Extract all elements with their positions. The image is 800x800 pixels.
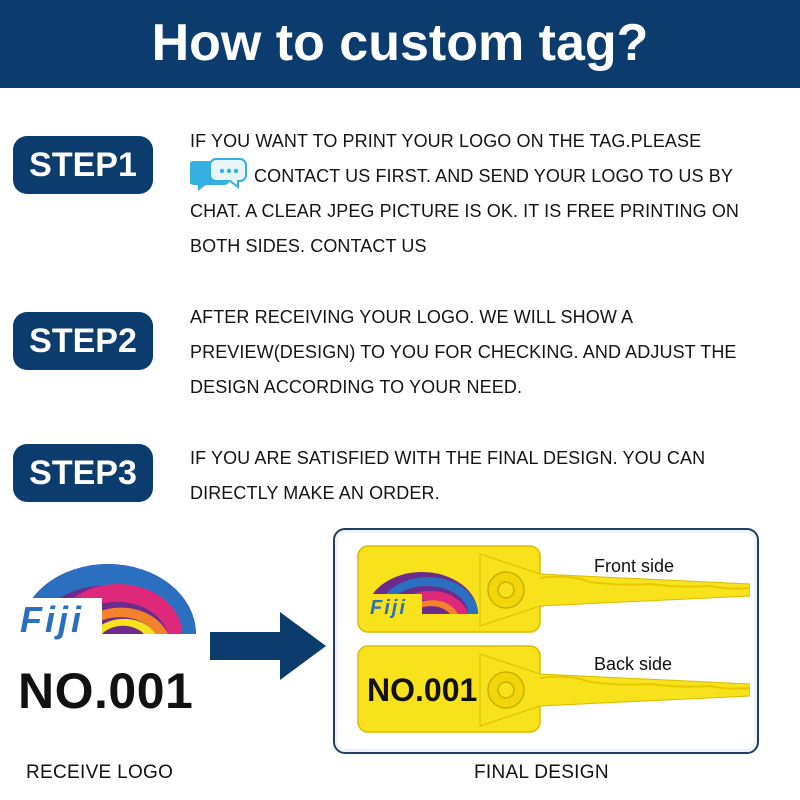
right-arrow-icon	[210, 612, 326, 680]
step2-line-1: AFTER RECEIVING YOUR LOGO. WE WILL SHOW …	[190, 307, 634, 327]
header-bar	[0, 0, 800, 88]
front-tag-logo-text: Fiji	[370, 597, 407, 619]
back-side-label: Back side	[594, 654, 673, 674]
page-title: How to custom tag?	[151, 14, 649, 72]
step2-line-2: PREVIEW(DESIGN) TO YOU FOR CHECKING. AND…	[190, 342, 737, 362]
receive-logo-caption: RECEIVE LOGO	[26, 762, 174, 783]
front-tag: Fiji	[357, 545, 751, 633]
tag-number: NO.001	[367, 672, 478, 708]
back-tag	[357, 645, 751, 733]
step1-badge: STEP1	[13, 136, 153, 194]
final-design-caption: FINAL DESIGN	[474, 762, 609, 783]
step1-line-4: BOTH SIDES. CONTACT US	[190, 236, 427, 257]
step3-text: IF YOU ARE SATISFIED WITH THE FINAL DESI…	[190, 441, 780, 511]
step1-text: IF YOU WANT TO PRINT YOUR LOGO ON THE TA…	[188, 124, 780, 264]
step1-line-2: CONTACT US FIRST. AND SEND YOUR LOGO TO …	[188, 157, 780, 194]
step2-line-3: DESIGN ACCORDING TO YOUR NEED.	[190, 377, 523, 397]
step3-line-2: DIRECTLY MAKE AN ORDER.	[190, 483, 440, 503]
step1-line-1: IF YOU WANT TO PRINT YOUR LOGO ON THE TA…	[190, 131, 702, 151]
front-side-label: Front side	[594, 556, 675, 576]
logo-number: NO.001	[18, 663, 194, 719]
chat-bubble-icon[interactable]	[188, 157, 250, 192]
tag-illustrations: Fiji	[340, 534, 751, 746]
step2-badge: STEP2	[13, 312, 153, 370]
step1-line-3: CHAT. A CLEAR JPEG PICTURE IS OK. IT IS …	[190, 201, 740, 222]
fiji-logo: Fiji	[14, 558, 200, 642]
step2-text: AFTER RECEIVING YOUR LOGO. WE WILL SHOW …	[190, 300, 780, 405]
step3-line-1: IF YOU ARE SATISFIED WITH THE FINAL DESI…	[190, 448, 706, 468]
fiji-logo-text: Fiji	[20, 599, 84, 640]
step3-badge: STEP3	[13, 444, 153, 502]
